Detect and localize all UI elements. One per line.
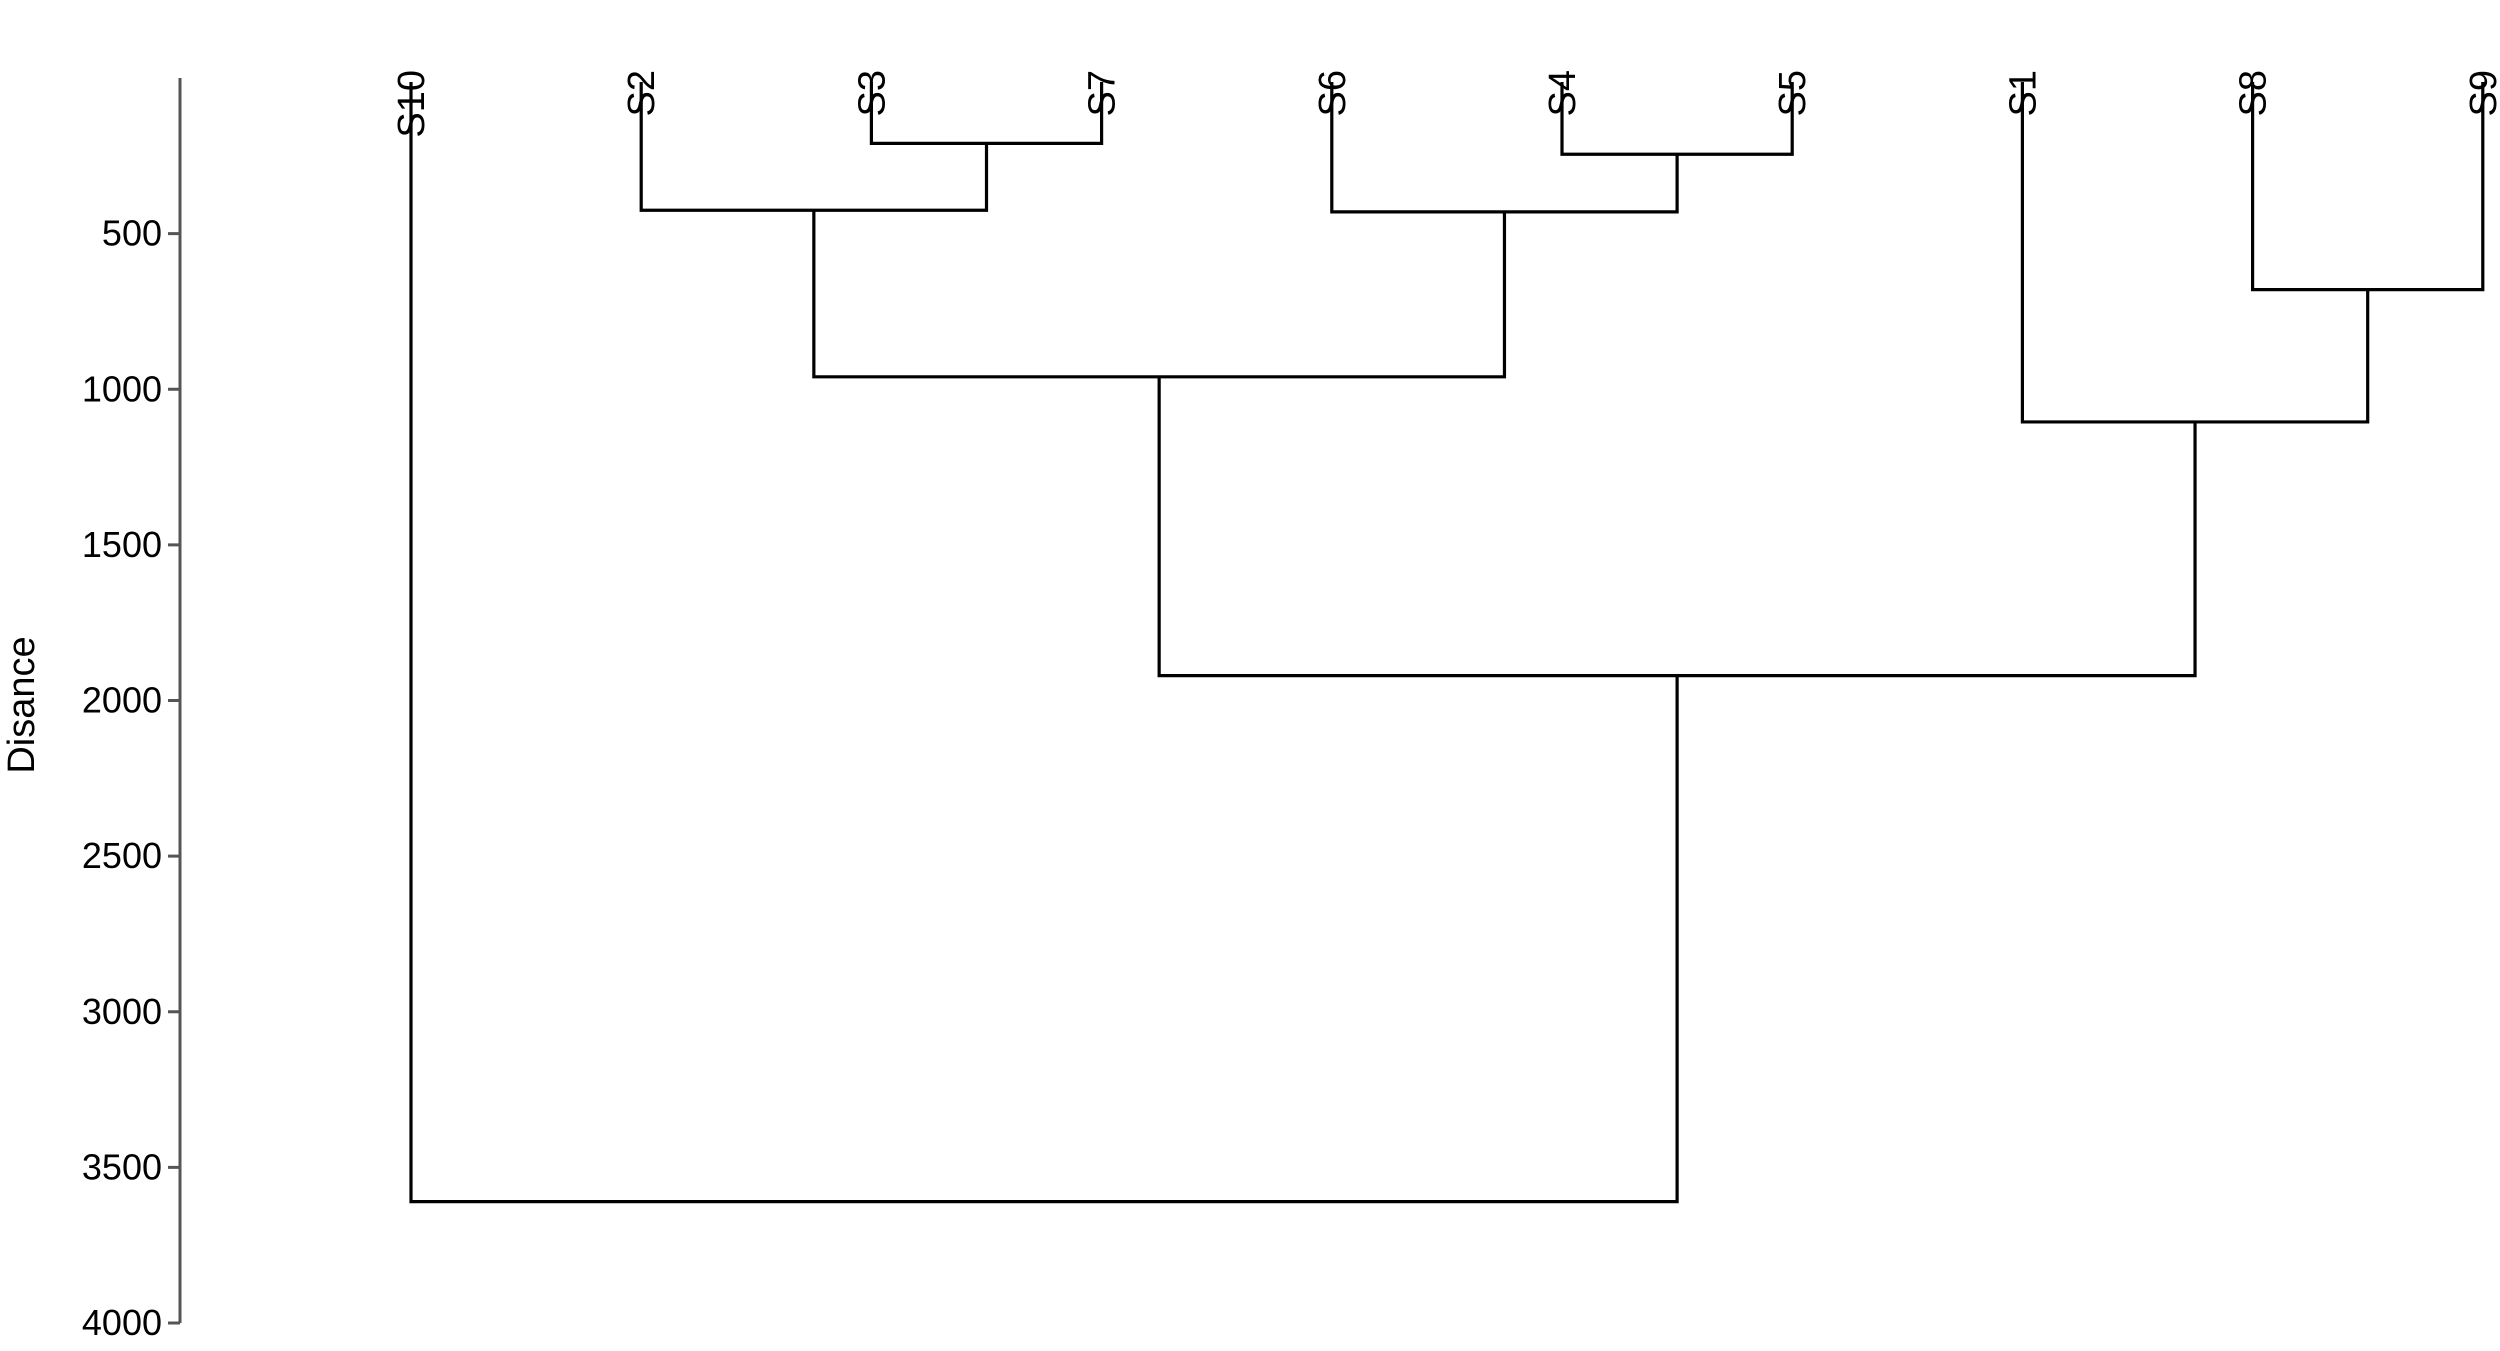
leaf-label-s5: S5 xyxy=(1772,70,1814,116)
leaf-label-s7: S7 xyxy=(1082,70,1124,116)
y-tick-label: 2500 xyxy=(82,835,162,876)
link-m6 xyxy=(812,210,1507,379)
link-m1 xyxy=(869,82,1104,145)
link-m9 xyxy=(409,82,1679,1204)
link-m7 xyxy=(2020,82,2370,424)
link-m5 xyxy=(2251,82,2485,292)
leaf-label-s3: S3 xyxy=(851,70,893,116)
leaf-label-s4: S4 xyxy=(1542,70,1584,116)
y-tick-label: 2000 xyxy=(82,680,162,721)
link-m2 xyxy=(1560,82,1794,156)
y-tick-label: 500 xyxy=(102,213,162,254)
leaf-label-s9: S9 xyxy=(2463,70,2500,116)
y-tick-label: 4000 xyxy=(82,1302,162,1343)
leaf-label-s2: S2 xyxy=(621,70,663,116)
y-tick-label: 1000 xyxy=(82,368,162,409)
y-tick-label: 3500 xyxy=(82,1146,162,1187)
leaf-label-s1: S1 xyxy=(2002,70,2044,116)
y-tick-label: 3000 xyxy=(82,991,162,1032)
y-axis: 500 1000 1500 2000 2500 3000 3500 4000 xyxy=(82,78,182,1343)
leaf-label-s10: S10 xyxy=(391,70,433,138)
link-m4 xyxy=(1330,82,1679,214)
link-m3 xyxy=(639,82,989,212)
leaf-label-s8: S8 xyxy=(2233,70,2275,116)
y-axis-label: Disance xyxy=(1,636,43,773)
y-tick-label: 1500 xyxy=(82,524,162,565)
leaf-labels: S10 S2 S3 S7 S6 S4 S5 S1 S8 S9 xyxy=(391,70,2500,138)
dendrogram-links xyxy=(409,82,2485,1204)
leaf-label-s6: S6 xyxy=(1312,70,1354,116)
